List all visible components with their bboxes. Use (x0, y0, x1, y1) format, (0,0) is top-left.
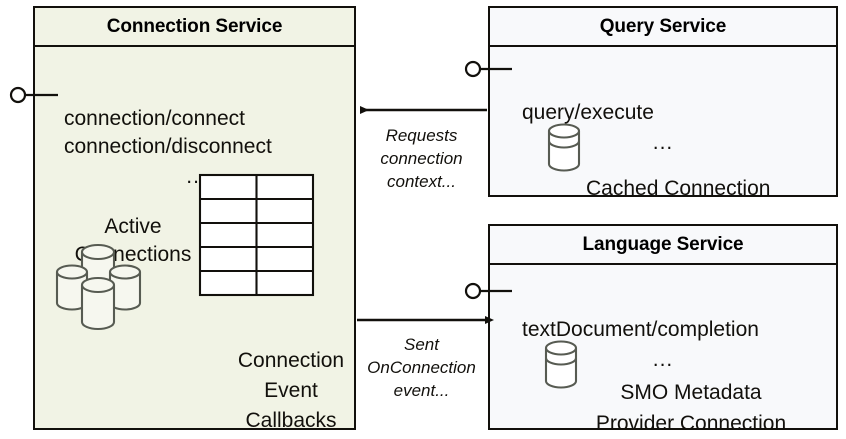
language-service-operation-0: textDocument/completion (522, 318, 759, 341)
connection-service-provided-interface[interactable] (8, 82, 54, 108)
connection-service-body: connection/connect connection/disconnect… (35, 47, 354, 432)
query-service-title: Query Service (490, 8, 836, 47)
active-connections-label-line2: Connections (74, 243, 192, 266)
connection-service-operation-0: connection/connect (64, 107, 245, 130)
callbacks-label-line2: Event (264, 379, 318, 402)
cached-connection-label: Cached Connection (586, 177, 771, 200)
component-query-service[interactable]: Query Service query/execute ... Cached C… (488, 6, 838, 200)
connection-service-title: Connection Service (35, 8, 354, 47)
connection-service-operations-ellipsis: ... (186, 165, 207, 188)
smo-label-line2: Provider Connection (595, 412, 787, 435)
smo-label-line1: SMO Metadata (620, 381, 762, 404)
active-connections-label-line1: Active (104, 215, 162, 238)
requests-label-line1: Requests (385, 126, 458, 145)
language-service-title: Language Service (490, 226, 836, 265)
sent-label-line2: OnConnection (367, 358, 476, 377)
language-service-body: textDocument/completion ... SMO Metadata… (490, 265, 836, 435)
query-service-body: query/execute ... Cached Connection (490, 47, 836, 200)
query-service-operations-ellipsis: ... (652, 131, 674, 154)
sent-label-line1: Sent (404, 335, 439, 354)
query-service-operation-0: query/execute (522, 101, 654, 124)
connection-service-operation-1: connection/disconnect (64, 135, 272, 158)
sent-label-line3: event... (393, 381, 450, 400)
language-service-operations-ellipsis: ... (652, 348, 674, 371)
callbacks-label-line1: Connection (237, 349, 345, 372)
component-connection-service[interactable]: Connection Service connection/connect co… (33, 6, 356, 432)
language-service-provided-interface[interactable] (462, 278, 508, 304)
callbacks-label-line3: Callbacks (245, 409, 337, 432)
component-language-service[interactable]: Language Service textDocument/completion… (488, 224, 838, 435)
connector-label-requests-connection-context: Requests connection context... (356, 124, 487, 193)
query-service-provided-interface[interactable] (462, 56, 508, 82)
requests-label-line3: context... (387, 172, 456, 191)
requests-label-line2: connection (380, 149, 463, 168)
